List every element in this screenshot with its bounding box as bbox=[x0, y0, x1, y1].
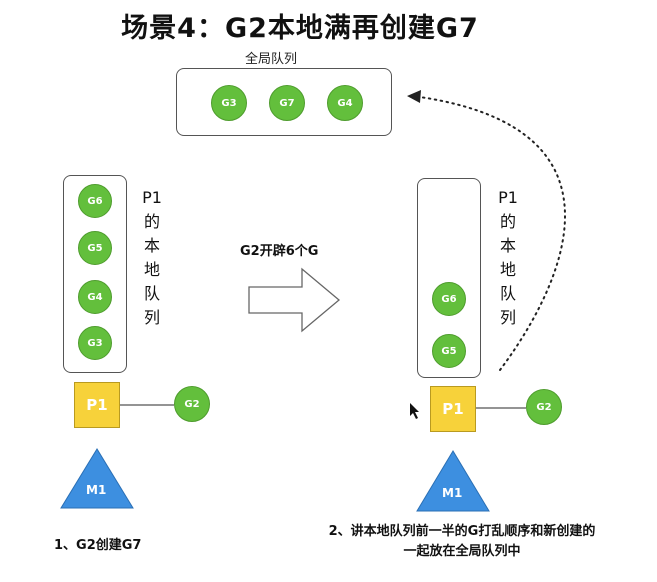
right-caption-line1: 2、讲本地队列前一半的G打乱顺序和新创建的 bbox=[328, 524, 596, 539]
right-machine-triangle bbox=[416, 450, 490, 512]
right-machine-m1: M1 bbox=[442, 486, 463, 500]
right-caption: 2、讲本地队列前一半的G打乱顺序和新创建的 一起放在全局队列中 bbox=[282, 522, 642, 562]
left-queue-g-1: G5 bbox=[78, 231, 112, 265]
left-queue-g-2: G4 bbox=[78, 280, 112, 314]
left-queue-g-3: G3 bbox=[78, 326, 112, 360]
page-title: 场景4：G2本地满再创建G7 bbox=[121, 13, 479, 44]
dotted-arrow-head bbox=[407, 90, 421, 103]
left-queue-g-0: G6 bbox=[78, 184, 112, 218]
left-caption: 1、G2创建G7 bbox=[54, 538, 142, 553]
right-local-queue-label: P1 的 本 地 队 列 bbox=[498, 188, 518, 327]
right-queue-g-0: G6 bbox=[432, 282, 466, 316]
transition-arrow bbox=[248, 267, 341, 333]
global-queue-label: 全局队列 bbox=[245, 52, 298, 67]
global-queue-g-0: G3 bbox=[211, 85, 247, 121]
right-processor-p1: P1 bbox=[430, 386, 476, 432]
left-local-queue-label: P1 的 本 地 队 列 bbox=[142, 188, 162, 327]
left-machine-m1: M1 bbox=[86, 483, 107, 497]
right-queue-g-1: G5 bbox=[432, 334, 466, 368]
left-processor-p1: P1 bbox=[74, 382, 120, 428]
global-queue-g-2: G4 bbox=[327, 85, 363, 121]
global-queue-g-1: G7 bbox=[269, 85, 305, 121]
cursor-icon bbox=[410, 403, 419, 419]
left-machine-triangle bbox=[60, 448, 134, 509]
left-running-g2: G2 bbox=[174, 386, 210, 422]
dotted-arrow-to-global bbox=[419, 96, 566, 371]
right-caption-line2: 一起放在全局队列中 bbox=[403, 544, 521, 559]
arrow-label: G2开辟6个G bbox=[240, 244, 319, 259]
right-running-g2: G2 bbox=[526, 389, 562, 425]
